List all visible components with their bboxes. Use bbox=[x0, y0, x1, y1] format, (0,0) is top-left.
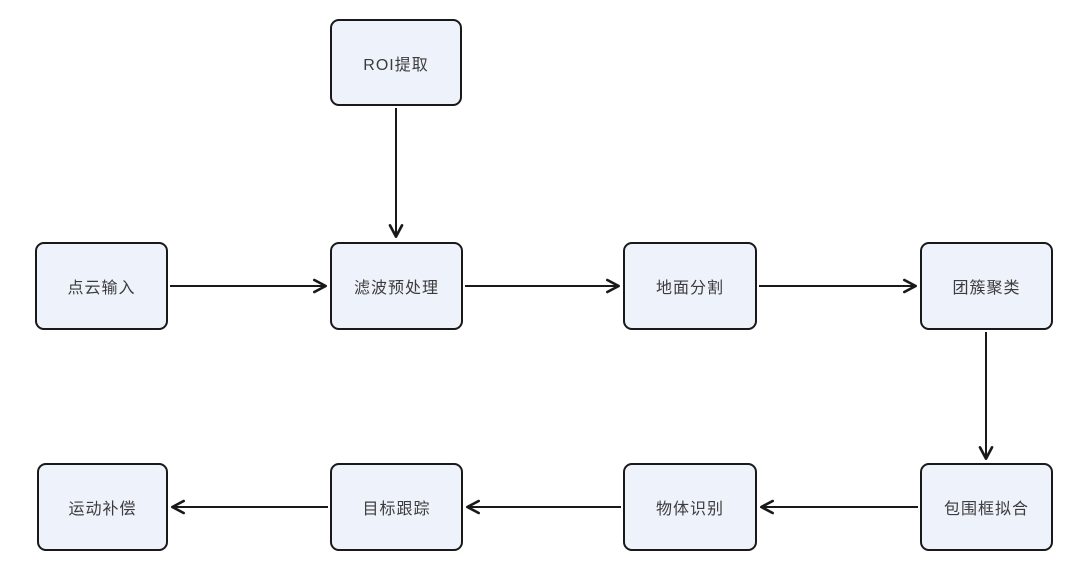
node-point-cloud-input-label: 点云输入 bbox=[67, 280, 136, 297]
node-bounding-box-fitting-label: 包围框拟合 bbox=[943, 501, 1029, 518]
node-object-recognition-label: 物体识别 bbox=[655, 501, 724, 518]
node-filter-preprocessing: 滤波预处理 bbox=[330, 242, 463, 330]
node-filter-preprocessing-label: 滤波预处理 bbox=[353, 280, 439, 297]
node-target-tracking-label: 目标跟踪 bbox=[362, 501, 431, 518]
node-roi-extraction: ROI提取 bbox=[330, 19, 462, 106]
node-cluster-clustering: 团簇聚类 bbox=[920, 242, 1053, 330]
node-ground-segmentation: 地面分割 bbox=[623, 242, 757, 330]
node-motion-compensation: 运动补偿 bbox=[37, 463, 168, 551]
node-target-tracking: 目标跟踪 bbox=[330, 463, 463, 551]
node-motion-compensation-label: 运动补偿 bbox=[68, 501, 137, 518]
node-roi-extraction-label: ROI提取 bbox=[363, 56, 429, 74]
node-object-recognition: 物体识别 bbox=[623, 463, 757, 551]
node-point-cloud-input: 点云输入 bbox=[35, 242, 168, 330]
node-bounding-box-fitting: 包围框拟合 bbox=[920, 463, 1053, 551]
node-cluster-clustering-label: 团簇聚类 bbox=[952, 280, 1021, 297]
node-ground-segmentation-label: 地面分割 bbox=[655, 280, 724, 297]
